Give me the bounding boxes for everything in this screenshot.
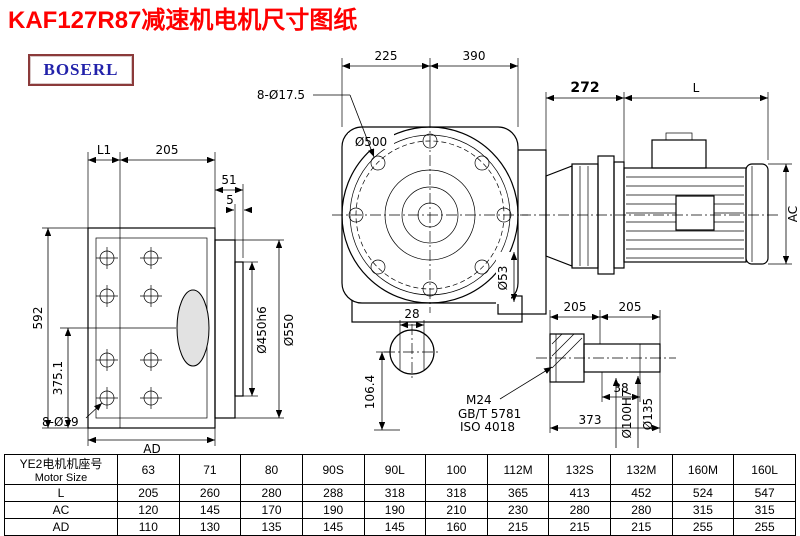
dim-8xd17-label: 8-Ø17.5 (257, 88, 305, 102)
col-header: 160L (733, 454, 796, 485)
cell: 280 (240, 484, 303, 502)
row-label: AD (4, 518, 118, 536)
dim-205a-label: 205 (564, 300, 587, 314)
dim-373-label: 373 (579, 413, 602, 427)
table-row-AD: AD 110 130 135 145 145 160 215 215 215 2… (4, 518, 796, 536)
dim-375-label: 375.1 (51, 361, 65, 395)
corner-header-en: Motor Size (34, 472, 88, 484)
dim-51-label: 51 (221, 173, 236, 187)
side-view: L1 205 51 5 592 375.1 8-Ø39 AD Ø450h6 (31, 143, 296, 455)
cell: 452 (610, 484, 673, 502)
cell: 215 (486, 518, 550, 536)
col-header: 100 (425, 454, 488, 485)
cell: 170 (240, 501, 303, 519)
dim-592-label: 592 (31, 307, 45, 330)
cell: 524 (671, 484, 735, 502)
table-corner-header: YE2电机机座号 Motor Size (4, 454, 118, 485)
table-header-row: YE2电机机座号 Motor Size 63 71 80 90S 90L 100… (4, 454, 796, 485)
motor-adapter (545, 165, 573, 267)
motor-view: 272 L AC (520, 80, 800, 275)
motor-nameplate (675, 195, 715, 231)
shaft-end-view: 28 106.4 (363, 307, 440, 431)
technical-drawing: L1 205 51 5 592 375.1 8-Ø39 AD Ø450h6 (31, 49, 800, 455)
dim-m24-label: M24 (466, 393, 492, 407)
cell: 230 (486, 501, 550, 519)
cell: 135 (240, 518, 303, 536)
col-header: 112M (486, 454, 550, 485)
dim-l-label: L (693, 81, 700, 95)
cell: 413 (548, 484, 611, 502)
side-flange (214, 239, 236, 419)
cell: 547 (733, 484, 796, 502)
std-iso-label: ISO 4018 (460, 420, 515, 434)
row-label: L (4, 484, 118, 502)
table-row-L: L 205 260 280 288 318 318 365 413 452 52… (4, 484, 796, 502)
col-header: 71 (178, 454, 242, 485)
col-header: 132S (548, 454, 611, 485)
dim-205-label: 205 (156, 143, 179, 157)
cell: 190 (363, 501, 427, 519)
front-view: Ø500 8-Ø17.5 225 390 Ø53 (257, 49, 547, 323)
cell: 145 (363, 518, 427, 536)
side-bolt-holes (96, 247, 162, 409)
shaft-detail-view: 205 205 38 373 M24 GB/T 5781 ISO 4018 Ø1… (458, 300, 676, 448)
dim-d53-label: Ø53 (496, 266, 510, 291)
dim-d100-label: Ø100H7 (620, 389, 634, 438)
cell: 190 (301, 501, 365, 519)
col-header: 90S (301, 454, 365, 485)
corner-header-cn: YE2电机机座号 (19, 457, 103, 471)
dim-205b-label: 205 (619, 300, 642, 314)
dim-l1-label: L1 (97, 143, 111, 157)
cell: 205 (117, 484, 180, 502)
cell: 365 (486, 484, 550, 502)
cell: 215 (610, 518, 673, 536)
col-header: 132M (610, 454, 673, 485)
dim-ad-label: AD (143, 442, 160, 455)
table-row-AC: AC 120 145 170 190 190 210 230 280 280 3… (4, 501, 796, 519)
cell: 110 (117, 518, 180, 536)
dim-ac-label: AC (786, 206, 800, 222)
cell: 280 (610, 501, 673, 519)
row-label: AC (4, 501, 118, 519)
cell: 315 (671, 501, 735, 519)
page-title: KAF127R87减速机电机尺寸图纸 (8, 7, 358, 34)
cell: 255 (671, 518, 735, 536)
col-header: 63 (117, 454, 180, 485)
std-gbt-label: GB/T 5781 (458, 407, 521, 421)
dim-8xd39-label: 8-Ø39 (42, 415, 79, 429)
terminal-box (651, 139, 707, 169)
cell: 145 (178, 501, 242, 519)
cell: 210 (425, 501, 488, 519)
cell: 160 (425, 518, 488, 536)
dim-5-label: 5 (226, 193, 234, 207)
cell: 120 (117, 501, 180, 519)
dim-d450-label: Ø450h6 (255, 306, 269, 354)
dim-272-label: 272 (570, 80, 599, 96)
dim-d500-label: Ø500 (355, 135, 387, 149)
cell: 318 (363, 484, 427, 502)
cell: 255 (733, 518, 796, 536)
cell: 145 (301, 518, 365, 536)
cell: 260 (178, 484, 242, 502)
cell: 315 (733, 501, 796, 519)
col-header: 90L (363, 454, 427, 485)
dim-d135-label: Ø135 (641, 398, 655, 430)
motor-size-table: YE2电机机座号 Motor Size 63 71 80 90S 90L 100… (4, 454, 796, 536)
col-header: 160M (671, 454, 735, 485)
brand-logo: BOSERL (28, 54, 134, 86)
dim-390-label: 390 (463, 49, 486, 63)
cell: 215 (548, 518, 611, 536)
col-header: 80 (240, 454, 303, 485)
dim-d550-label: Ø550 (282, 314, 296, 346)
side-output-bore (176, 289, 210, 367)
dim-106-label: 106.4 (363, 375, 377, 409)
fan-cowl (745, 163, 769, 265)
shaft-body (583, 343, 661, 373)
cell: 318 (425, 484, 488, 502)
cell: 280 (548, 501, 611, 519)
cell: 130 (178, 518, 242, 536)
dim-28-label: 28 (404, 307, 419, 321)
cell: 288 (301, 484, 365, 502)
dim-225-label: 225 (375, 49, 398, 63)
